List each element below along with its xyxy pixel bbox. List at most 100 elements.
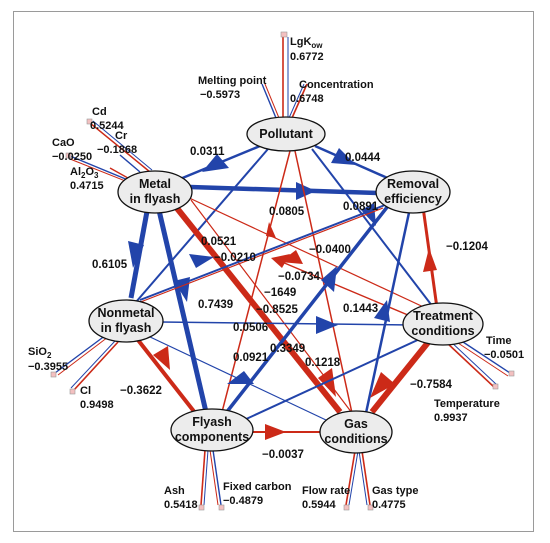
label-fixed-carbon: Fixed carbon	[223, 481, 292, 493]
node-flyash: Flyash components	[170, 408, 254, 452]
value-time: −0.0501	[484, 349, 524, 361]
coef-pollutant-removal: 0.0444	[345, 152, 381, 164]
spoke-melting-b	[264, 83, 280, 119]
value-ash: 0.5418	[164, 499, 198, 511]
spoke-al2o3	[109, 167, 129, 179]
indicator-box-temperature	[492, 383, 499, 390]
label-ash: Ash	[164, 485, 185, 497]
coef-gas-metal: −0.0400	[309, 244, 351, 256]
coef-nonmetal-treatment: 0.0506	[233, 322, 268, 334]
value-temperature: 0.9937	[434, 412, 468, 424]
spoke-flow-rate	[345, 450, 356, 506]
node-flyash-label-1: Flyash	[192, 415, 232, 429]
coef-metal-nonmetal: 0.6105	[92, 259, 128, 271]
value-lgkow: 0.6772	[290, 51, 324, 63]
arrow-flyash-removal2	[321, 266, 337, 292]
coef-nonmetal-gas: 0.1218	[305, 357, 341, 369]
node-pollutant: Pollutant	[246, 116, 326, 152]
coef-treatment-gas: −0.7584	[410, 379, 452, 391]
spoke-cl	[73, 341, 119, 391]
indicator-box-cl	[69, 388, 76, 395]
arrow-pollutant-removal	[331, 148, 356, 165]
arrow-treatment-removal	[423, 248, 437, 272]
label-time: Time	[486, 335, 511, 347]
edge-flyash-removal	[137, 207, 384, 304]
indicator-box-fixed-carbon	[218, 504, 225, 511]
label-flow-rate: Flow rate	[302, 485, 350, 497]
edge-treatment-flyash	[243, 337, 423, 421]
edge-flyash-removal2	[224, 204, 390, 415]
node-gas: Gas conditions	[319, 410, 393, 454]
value-cl: 0.9498	[80, 399, 114, 411]
edge-metal-treatment	[184, 195, 431, 311]
node-nonmetal-label-2: in flyash	[101, 321, 152, 335]
arrow-flyash-gas	[265, 424, 286, 440]
spoke-cr	[119, 154, 141, 173]
edge-metal-removal	[189, 184, 379, 196]
spoke-cd	[89, 122, 151, 173]
coef-treatment-flyash: 0.1443	[343, 303, 378, 315]
indicator-box-cd	[86, 118, 93, 125]
indicator-box-ash	[198, 504, 205, 511]
value-gas-type: 0.4775	[372, 499, 406, 511]
edge-nonmetal-flyash	[136, 338, 198, 416]
edge-gas-metal	[190, 199, 353, 414]
coef-pollutant-flyash: 0.0921	[233, 352, 269, 364]
spoke-time	[459, 339, 511, 374]
value-sio2: −0.3955	[28, 361, 68, 373]
arrow-treatment-flyash	[227, 371, 254, 384]
spoke-fixed-carbon	[212, 449, 222, 506]
spoke-cao	[69, 155, 129, 181]
edge-pollutant-nonmetal	[135, 148, 269, 303]
spoke-cao-b	[69, 158, 129, 183]
coef-nonmetal-flyash: −0.3622	[120, 385, 162, 397]
spoke-ash	[200, 449, 206, 506]
arrow-pollutant-metal	[202, 154, 229, 172]
arrow-flyash-removal	[280, 250, 303, 264]
node-removal: Removal efficiency	[375, 170, 451, 214]
value-fixed-carbon: −0.4879	[223, 495, 263, 507]
node-removal-label-2: efficiency	[384, 192, 442, 206]
arrow-nonmetal-treatment	[316, 316, 338, 334]
coef-metal-flyash: 0.7439	[198, 299, 233, 311]
node-removal-label-1: Removal	[387, 177, 439, 191]
spoke-temperature-b	[448, 339, 498, 386]
spoke-sio2-b	[57, 336, 109, 376]
indicator-box-gas-type	[367, 504, 374, 511]
value-cd: 0.5244	[90, 120, 125, 132]
spoke-fixed-carbon-b	[209, 449, 219, 506]
arrow-treatment-nonmetal	[271, 254, 290, 268]
arrow-pollutant-flyash	[266, 222, 276, 238]
arrow-nonmetal-flyash	[153, 346, 170, 370]
value-flow-rate: 0.5944	[302, 499, 337, 511]
label-cd: Cd	[92, 106, 107, 118]
arrow-nonmetal-removal	[189, 254, 214, 268]
edge-nonmetal-treatment	[160, 321, 413, 326]
spoke-cd-b	[92, 120, 153, 171]
coef-nonmetal-removal: 0.0521	[201, 236, 237, 248]
label-gas-type: Gas type	[372, 485, 418, 497]
edge-metal-flyash	[155, 205, 209, 413]
node-metal-label-1: Metal	[139, 177, 171, 191]
spoke-concentration-b	[288, 83, 305, 119]
value-concentration: 0.6748	[290, 93, 324, 105]
node-nonmetal: Nonmetal in flyash	[88, 299, 164, 343]
value-melting: −0.5973	[200, 89, 240, 101]
edge-pollutant-flyash	[221, 150, 291, 413]
arrow-pollutant-treatment	[361, 203, 376, 226]
node-gas-label-2: conditions	[324, 432, 387, 446]
spoke-temperature	[445, 341, 495, 388]
edge-treatment-nonmetal	[281, 261, 416, 319]
label-lgkow: LgKow	[290, 36, 323, 50]
arrow-metal-removal	[296, 182, 316, 200]
coef-pollutant-metal: 0.0311	[190, 146, 225, 158]
spoke-cl-b	[70, 340, 116, 389]
coef-metal-gas: −0.8525	[256, 304, 298, 316]
indicator-box-time	[508, 370, 515, 377]
coef-flyash-removal: −0.0210	[214, 252, 256, 264]
node-nonmetal-label-1: Nonmetal	[98, 306, 155, 320]
label-cl: Cl	[80, 385, 91, 397]
spoke-ash-b	[203, 449, 209, 506]
coef-flyash-gas: −0.0037	[262, 449, 304, 461]
